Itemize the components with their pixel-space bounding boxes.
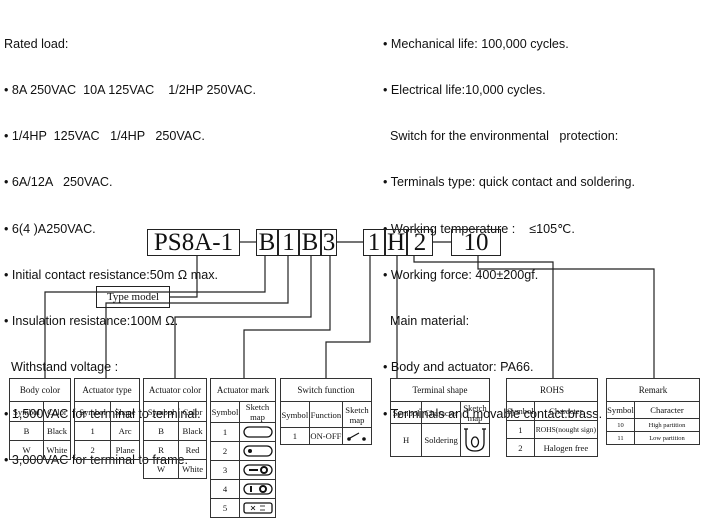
table-header: Symbol [142, 401, 180, 422]
switch-contact-icon [347, 432, 366, 441]
spec-line: • Electrical life:10,000 cycles. [383, 83, 546, 98]
table-cell: W [142, 459, 180, 479]
table-cell: 2 [506, 438, 535, 457]
table-title: Body color [9, 378, 71, 402]
table-cell: Plane [110, 440, 140, 460]
code-rohs: 2 [407, 229, 433, 256]
line-bar-actuator-icon [242, 483, 273, 495]
table-cell: Black [178, 421, 207, 441]
spec-line: • 6(4 )A250VAC. [4, 221, 96, 236]
table-header: Symbol [606, 401, 635, 419]
spec-line: • 8A 250VAC 10A 125VAC 1/2HP 250VAC. [4, 83, 257, 98]
spec-line: • Mechanical life: 100,000 cycles. [383, 36, 569, 51]
table-header: Shape [110, 401, 140, 422]
table-header: Character [421, 401, 461, 424]
table-cell: ROHS(nought sign) [533, 420, 599, 439]
spec-line: • Terminals type: quick contact and sold… [383, 175, 635, 190]
table-cell: Halogen free [533, 438, 599, 457]
spec-line: Rated load: [4, 36, 69, 51]
table-header: Symbol [8, 401, 45, 422]
table-cell: 11 [606, 431, 635, 445]
table-header: Sketch map [239, 401, 276, 423]
table-cell: H [389, 423, 423, 457]
table-cell: 2 [210, 441, 240, 461]
table-title: Terminal shape [390, 378, 490, 402]
table-header: Color [178, 401, 207, 422]
table-cell: 1 [73, 421, 112, 441]
table-cell: White [43, 440, 71, 460]
table-cell: W [8, 440, 45, 460]
spec-line: • Body and actuator: PA66. [383, 360, 534, 375]
line-circle-actuator-icon [242, 464, 273, 476]
on-off-text-actuator-icon [242, 502, 273, 514]
table-title: Switch function [280, 378, 372, 402]
table-header: Symbol [73, 401, 112, 422]
table-cell: Low partition [634, 431, 700, 445]
spec-line: Switch for the environmental protection: [383, 129, 619, 144]
table-cell: 1 [280, 427, 310, 445]
code-actuator-type: 1 [278, 229, 299, 256]
table-cell: High partition [634, 418, 700, 432]
table-cell: White [178, 459, 207, 479]
table-header: Function [308, 401, 344, 428]
table-header: Sketch map [460, 401, 490, 424]
code-remark: 10 [451, 229, 501, 256]
table-cell: 3 [210, 460, 240, 480]
code-model: PS8A-1 [147, 229, 240, 256]
table-header: Color [43, 401, 71, 422]
blank-actuator-icon [242, 426, 273, 438]
table-cell: Red [178, 440, 207, 460]
code-terminal-shape: H [385, 229, 407, 256]
table-title: Remark [606, 378, 700, 402]
table-title: Actuator type [74, 378, 140, 402]
table-title: Actuator mark [210, 378, 276, 402]
spec-line: • Initial contact resistance:50m Ω max. [4, 267, 219, 282]
table-header: Symbol [210, 401, 240, 423]
table-cell: R [142, 440, 180, 460]
table-cell: Arc [110, 421, 140, 441]
code-actuator-color: B [299, 229, 321, 256]
table-cell: 5 [210, 498, 240, 518]
dot-actuator-icon [242, 445, 273, 457]
table-header: Symbol [506, 401, 535, 421]
table-header: Character [634, 401, 700, 419]
spec-line: • Working force: 400±200gf. [383, 267, 539, 282]
table-header: Symbol [389, 401, 423, 424]
table-header: Character [533, 401, 599, 421]
table-header: Symbol [280, 401, 310, 428]
table-cell: B [8, 421, 45, 441]
spec-line: Withstand voltage : [4, 360, 119, 375]
table-cell: 1 [210, 422, 240, 442]
type-model-label: Type model [96, 286, 170, 308]
table-title: Actuator color [143, 378, 207, 402]
table-cell: Soldering [421, 423, 461, 457]
table-cell: 1 [506, 420, 535, 439]
table-cell: Black [43, 421, 71, 441]
spec-line: • Working temperature : ≤105℃. [383, 221, 575, 236]
spec-line: • 1/4HP 125VAC 1/4HP 250VAC. [4, 129, 205, 144]
table-title: ROHS [506, 378, 598, 402]
table-cell: 10 [606, 418, 635, 432]
spec-line: • Insulation resistance:100M Ω. [4, 314, 179, 329]
solder-terminal-icon [464, 428, 486, 452]
specs-right-column: • Mechanical life: 100,000 cycles. • Ele… [383, 6, 635, 437]
spec-line: • 6A/12A 250VAC. [4, 175, 113, 190]
code-actuator-mark: 3 [321, 229, 337, 256]
code-switch-function: 1 [363, 229, 385, 256]
table-cell: B [142, 421, 180, 441]
table-cell: 2 [73, 440, 112, 460]
code-body-color: B [256, 229, 278, 256]
table-header: Sketch map [342, 401, 372, 428]
table-cell: 4 [210, 479, 240, 499]
table-cell: ON-OFF [308, 427, 344, 445]
